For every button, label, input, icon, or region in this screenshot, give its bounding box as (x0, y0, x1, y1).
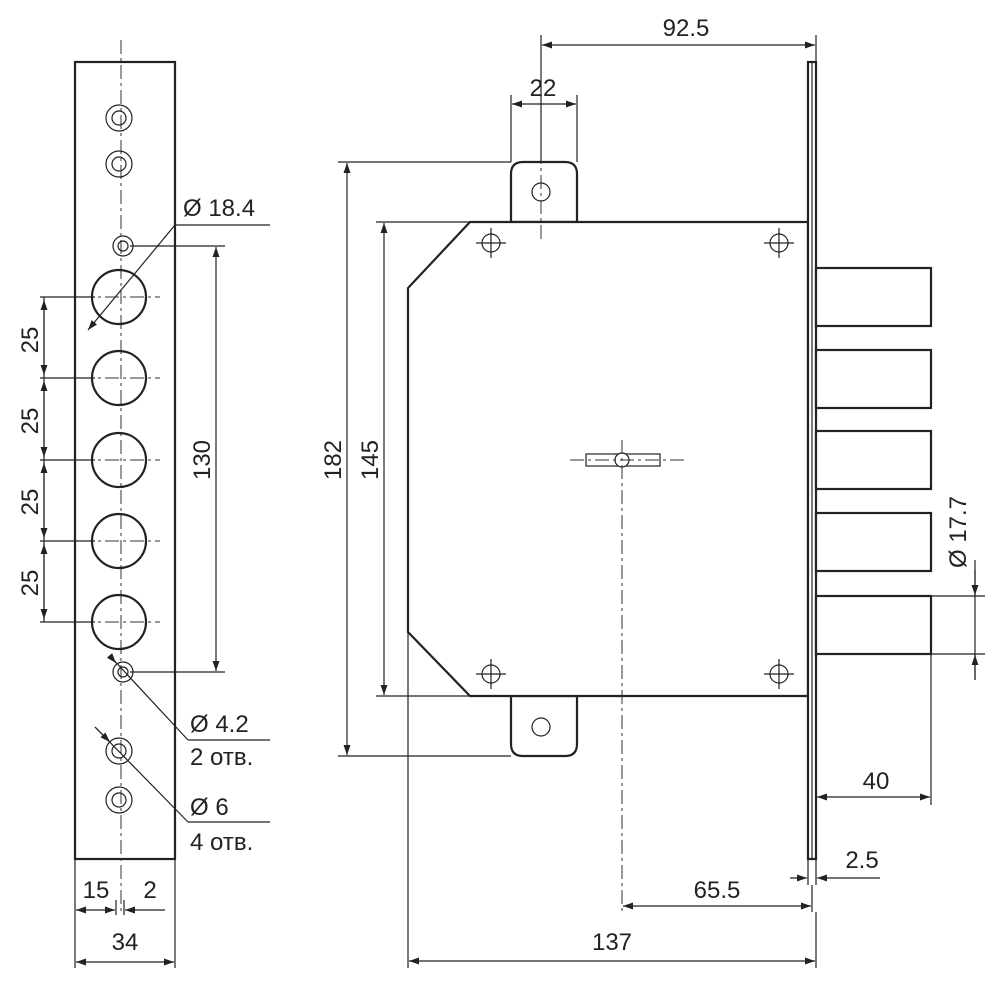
dim-label-92: 92.5 (663, 15, 710, 42)
dim-bottom-faceplate (74, 860, 176, 968)
dim-label-pitch-1: 25 (17, 327, 44, 354)
bottom-mount-tab (509, 694, 579, 758)
bolt-5 (814, 594, 933, 656)
dim-label-22: 22 (530, 75, 557, 102)
dim-label-182: 182 (320, 440, 347, 480)
dim-182 (338, 161, 511, 757)
dim-137 (407, 632, 817, 968)
dim-label-pitch-2: 25 (17, 408, 44, 435)
dim-22 (510, 95, 578, 162)
fixing-hole-tr (764, 228, 794, 258)
dim-label-pitch-3: 25 (17, 489, 44, 516)
leader-d18 (87, 224, 270, 331)
dim-label-2: 2 (143, 877, 156, 904)
screw-hole-6-4 (105, 786, 133, 814)
dim-label-d6: Ø 6 (190, 794, 229, 821)
screw-hole-6-2 (105, 150, 133, 178)
dim-label-2-5: 2.5 (845, 847, 878, 874)
dim-label-15: 15 (83, 877, 110, 904)
dim-label-137: 137 (592, 929, 632, 956)
dim-label-145: 145 (357, 440, 384, 480)
dim-label-d177: Ø 17.7 (945, 496, 972, 568)
dim-label-holes-4: 4 отв. (190, 829, 253, 856)
screw-hole-6-1 (105, 104, 133, 132)
fixing-hole-bl (476, 659, 506, 689)
lock-body-outline (406, 220, 810, 698)
lock-body-view (406, 60, 933, 912)
dim-65 (623, 885, 813, 912)
dim-2-5 (790, 859, 880, 885)
bottom-tab-hole (531, 717, 551, 737)
bolt-2 (814, 348, 933, 410)
dim-label-34: 34 (112, 929, 139, 956)
dim-label-pitch-4: 25 (17, 570, 44, 597)
screw-hole-6-3 (105, 737, 133, 765)
top-mount-tab (509, 160, 579, 224)
leader-d42 (106, 653, 270, 741)
dim-label-130: 130 (189, 440, 216, 480)
dim-label-d42: Ø 4.2 (190, 711, 249, 738)
keyhole (570, 440, 685, 912)
faceplate-view (73, 40, 177, 915)
fixing-hole-br (764, 659, 794, 689)
dim-label-40: 40 (863, 768, 890, 795)
dim-label-65: 65.5 (694, 877, 741, 904)
dim-145 (376, 221, 470, 697)
bolt-1 (814, 266, 933, 328)
bolt-4 (814, 511, 933, 573)
dim-40 (817, 654, 932, 805)
dim-pitch (40, 296, 95, 623)
dim-92 (540, 35, 817, 162)
dim-d177 (931, 560, 985, 680)
fixing-hole-tl (476, 228, 506, 258)
leader-d6 (94, 726, 270, 823)
dim-label-holes-2: 2 отв. (190, 744, 253, 771)
bolt-3 (814, 429, 933, 491)
dim-label-d18: Ø 18.4 (183, 195, 255, 222)
dim-130 (130, 245, 225, 673)
